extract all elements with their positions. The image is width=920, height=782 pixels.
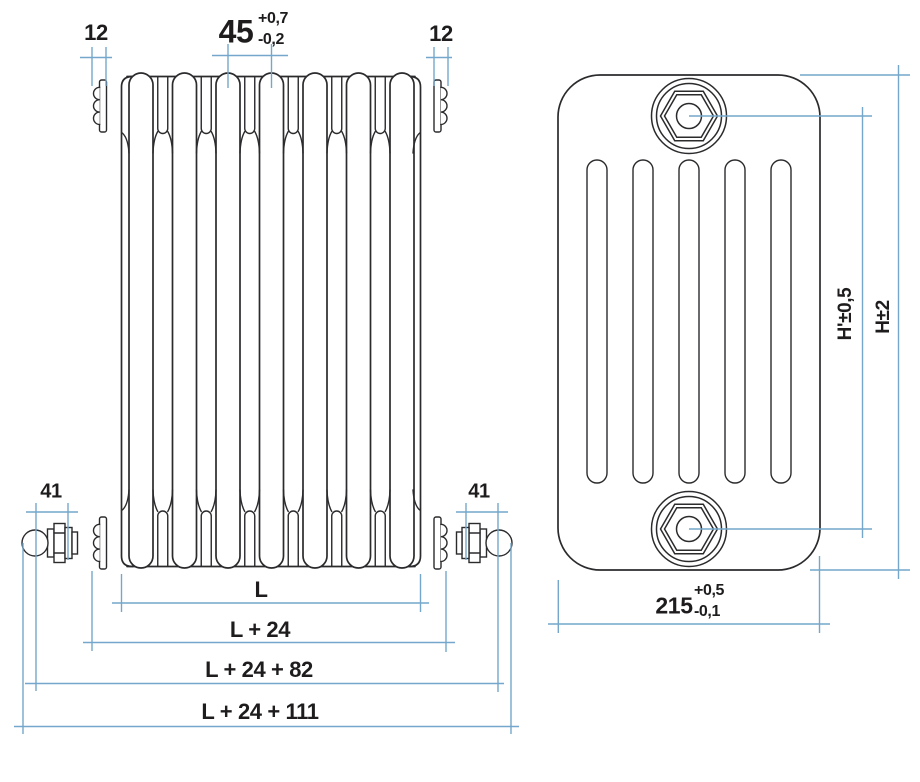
dim-label-pin-height: H'±0,5 bbox=[835, 287, 856, 341]
dim-label-valve-left: 41 bbox=[40, 480, 62, 503]
plug-top-left-icon bbox=[92, 79, 108, 133]
plug-top-right-icon bbox=[433, 79, 448, 133]
plug-bottom-right-icon bbox=[433, 516, 448, 570]
side-view bbox=[557, 74, 821, 571]
dim-label-length-valves: L + 24 + 82 bbox=[205, 657, 313, 682]
tolerance-plus: +0,5 bbox=[694, 582, 724, 600]
dim-label-overall-height: H±2 bbox=[873, 300, 894, 334]
dim-label-valve-right: 41 bbox=[468, 480, 490, 503]
dim-label-nipple-left: 12 bbox=[84, 20, 108, 45]
dim-label-depth-tolerance: +0,5 -0,1 bbox=[694, 581, 724, 623]
tolerance-minus: -0,1 bbox=[694, 603, 720, 620]
dim-label-length: L bbox=[254, 577, 268, 602]
tolerance-plus: +0,7 bbox=[258, 10, 288, 28]
valve-right-icon bbox=[455, 522, 513, 564]
section-gaps bbox=[121, 76, 421, 567]
dimension-lines bbox=[14, 44, 910, 734]
tolerance-minus: -0,2 bbox=[258, 31, 284, 48]
plug-bottom-left-icon bbox=[92, 516, 108, 570]
dim-label-pitch-tolerance: +0,7 -0,2 bbox=[258, 9, 288, 51]
dim-label-length-total: L + 24 + 111 bbox=[201, 699, 319, 724]
dim-label-depth: 215 bbox=[655, 592, 693, 619]
valve-left-icon bbox=[21, 522, 79, 564]
front-view bbox=[21, 72, 513, 570]
dim-label-nipple-right: 12 bbox=[429, 21, 453, 46]
dim-label-length-flanges: L + 24 bbox=[229, 617, 291, 642]
dim-label-pitch: 45 bbox=[218, 13, 254, 50]
